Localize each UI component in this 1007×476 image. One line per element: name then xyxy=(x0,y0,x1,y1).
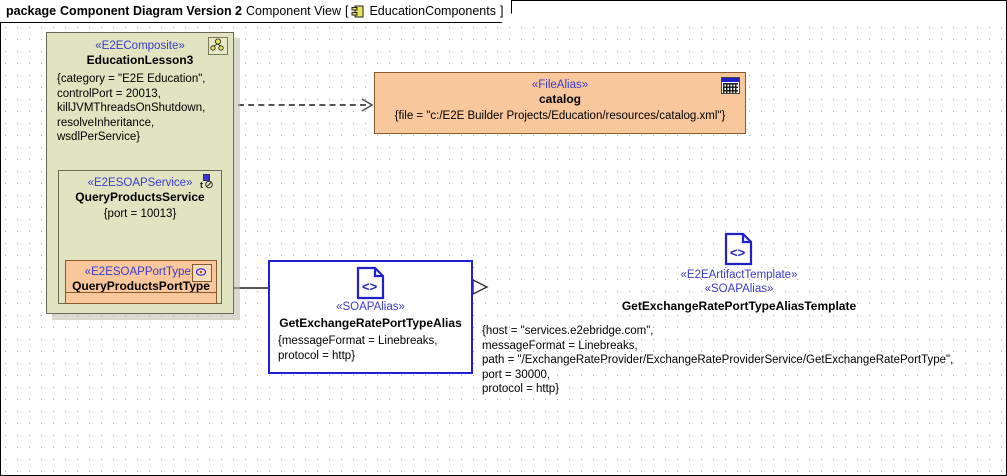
node-getexchangerate-template[interactable]: <> «E2EArtifactTemplate» «SOAPAlias» Get… xyxy=(478,232,1000,404)
package-view-name: Component View xyxy=(246,4,341,18)
composite-property: resolveInheritance, xyxy=(57,116,155,129)
package-diagram-name: Component Diagram Version 2 xyxy=(60,4,243,18)
svg-text:t: t xyxy=(200,180,203,189)
filealias-name: catalog xyxy=(538,92,581,106)
node-getexchangerate-soapalias[interactable]: <> «SOAPAlias» GetExchangeRatePortTypeAl… xyxy=(268,260,473,374)
package-scope: EducationComponents xyxy=(369,4,496,18)
template-property: {host = "services.e2ebridge.com", xyxy=(482,325,654,337)
composite-property: {category = "E2E Education", xyxy=(57,73,206,85)
soapalias-property: protocol = http} xyxy=(278,349,356,362)
package-bracket-open: [ xyxy=(344,4,349,18)
artifact-code-icon: <> xyxy=(356,266,384,300)
table-icon-body xyxy=(723,83,738,93)
filealias-stereotype: «FileAlias» xyxy=(531,79,589,91)
service-name: QueryProductsService xyxy=(75,190,205,204)
e2e-soap-porttype-icon xyxy=(192,264,212,282)
composite-property: wsdlPerService} xyxy=(57,131,141,143)
node-query-products-porttype[interactable]: «E2ESOAPPortType» QueryProductsPortType xyxy=(65,260,217,304)
template-property: messageFormat = Linebreaks, xyxy=(482,339,638,352)
soapalias-icon-wrap: <> xyxy=(270,266,471,300)
soapalias-name: GetExchangeRatePortTypeAlias xyxy=(279,316,462,330)
composite-property: killJVMThreadsOnShutdown, xyxy=(57,102,206,114)
template-name: GetExchangeRatePortTypeAliasTemplate xyxy=(621,299,857,313)
porttype-stereotype: «E2ESOAPPortType» xyxy=(84,266,198,278)
component-view-icon xyxy=(351,5,366,18)
package-header[interactable]: package Component Diagram Version 2 Comp… xyxy=(0,0,512,23)
file-table-icon xyxy=(721,77,740,94)
template-stereotype-soapalias: «SOAPAlias» xyxy=(704,283,774,295)
porttype-divider xyxy=(66,292,216,293)
open-arrowhead-icon xyxy=(361,98,374,112)
svg-text:<>: <> xyxy=(362,279,378,294)
soapalias-stereotype: «SOAPAlias» xyxy=(336,301,405,313)
composite-property: controlPort = 20013, xyxy=(57,87,161,100)
template-property: path = "/ExchangeRateProvider/ExchangeRa… xyxy=(482,354,954,366)
template-property: protocol = http} xyxy=(482,383,560,395)
service-stereotype: «E2ESOAPService» xyxy=(87,177,193,189)
template-property: port = 30000, xyxy=(482,368,551,381)
svg-text:<>: <> xyxy=(730,245,746,260)
package-keyword: package xyxy=(6,4,57,18)
package-bracket-close: ] xyxy=(499,4,504,18)
e2e-composite-icon xyxy=(208,37,228,55)
soapalias-property: {messageFormat = Linebreaks, xyxy=(278,335,438,347)
service-property: {port = 10013} xyxy=(103,208,177,220)
composite-stereotype: «E2EComposite» xyxy=(95,40,185,52)
template-stereotype-artifacttemplate: «E2EArtifactTemplate» xyxy=(680,269,798,281)
node-catalog-filealias[interactable]: «FileAlias» catalog {file = "c:/E2E Buil… xyxy=(374,72,746,134)
filealias-property: {file = "c:/E2E Builder Projects/Educati… xyxy=(394,110,726,122)
artifact-code-icon: <> xyxy=(724,232,753,266)
composite-name: EducationLesson3 xyxy=(86,53,194,67)
table-icon-titlebar xyxy=(722,78,739,82)
template-icon-wrap: <> xyxy=(478,232,1000,266)
porttype-name: QueryProductsPortType xyxy=(72,279,210,293)
hollow-triangle-arrowhead-icon xyxy=(472,278,489,296)
e2e-soap-service-icon: t xyxy=(199,174,217,190)
dependency-line xyxy=(238,104,366,106)
